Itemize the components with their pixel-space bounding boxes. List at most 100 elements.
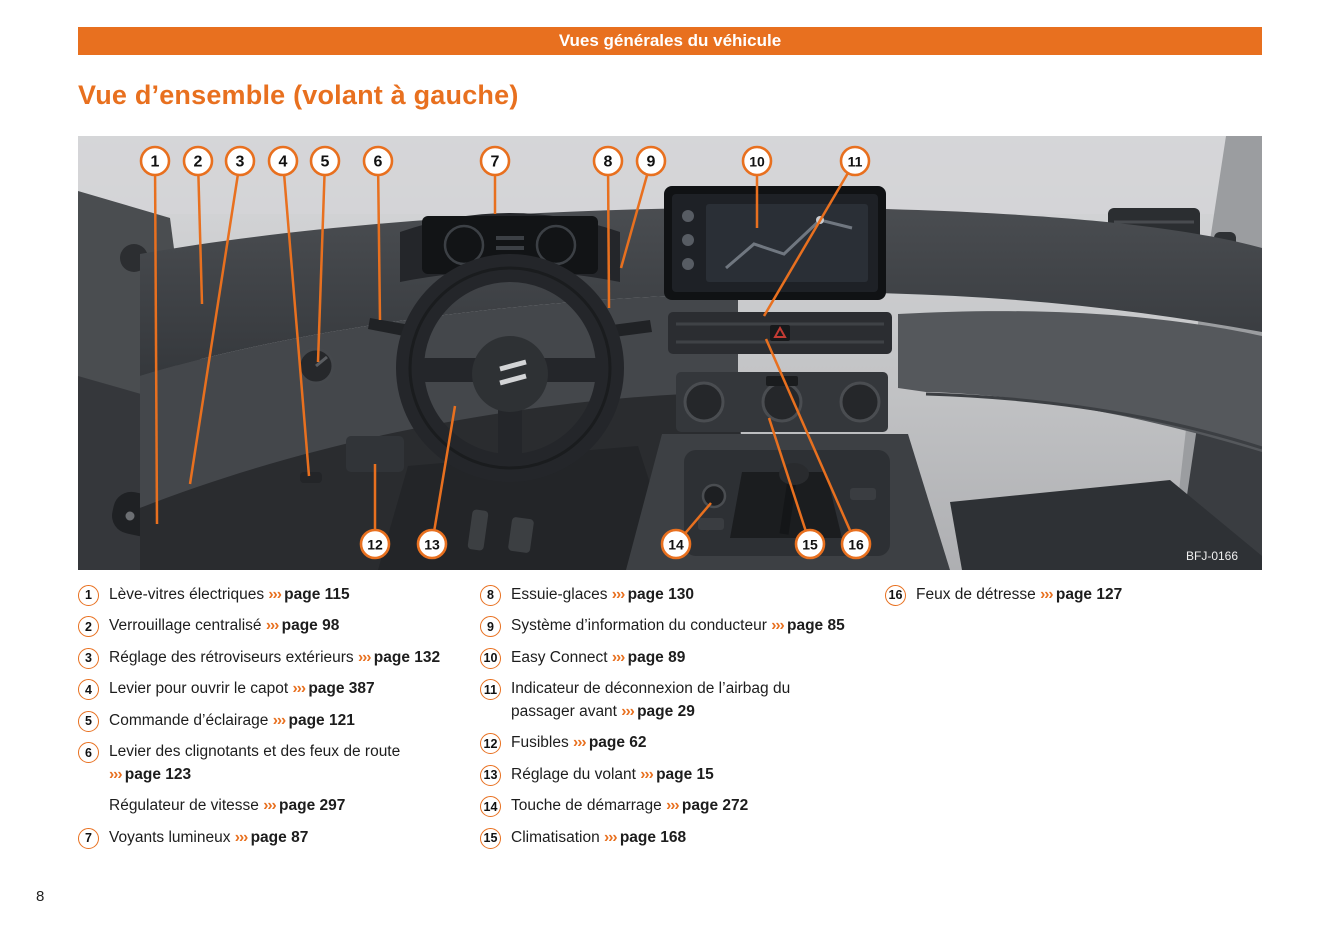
page-title: Vue d’ensemble (volant à gauche) [78, 80, 519, 110]
callout-circle-14 [660, 528, 692, 560]
page-number: 8 [36, 888, 45, 905]
callout-number-14: 14 [668, 537, 684, 553]
callout-number-12: 12 [367, 537, 383, 553]
callout-circle-5 [309, 145, 341, 177]
callout-circle-8 [592, 145, 624, 177]
callout-line-16 [764, 338, 858, 545]
callout-circle-1 [139, 145, 171, 177]
legend-label: Indicateur de déconnexion de l’airbag du… [511, 680, 791, 720]
hood-release-lever [300, 472, 322, 483]
dash-passenger-side [898, 311, 1262, 452]
callout-circle-3 [224, 145, 256, 177]
callout-line-3 [188, 160, 242, 485]
callout-line-9 [619, 160, 653, 269]
instrument-cluster [400, 213, 620, 282]
glovebox-seam [925, 392, 1262, 450]
callout-line-13 [430, 405, 457, 545]
callout-number-8: 8 [604, 154, 613, 171]
legend-number-badge: 9 [480, 616, 501, 638]
callout-number-13: 13 [424, 537, 440, 553]
climate-panel [676, 372, 888, 432]
legend-label: Fusibles ››› page 62 [511, 734, 647, 752]
callout-number-1: 1 [151, 154, 160, 171]
figure-code: BFJ-0166 [1186, 549, 1238, 563]
legend-label: Réglage du volant ››› page 15 [511, 765, 714, 783]
legend-item-6: 6 Levier des clignotants et des feux de r… [78, 741, 480, 786]
callout-number-11: 11 [848, 154, 863, 170]
legend-number-badge: 4 [78, 679, 99, 701]
callout-line-5 [316, 160, 327, 363]
legend-number-badge: 11 [480, 679, 501, 701]
light-switch [297, 347, 335, 385]
callout-number-10: 10 [749, 154, 765, 170]
legend-label: Commande d’éclairage ››› page 121 [109, 711, 355, 729]
callout-circle-7 [479, 145, 511, 177]
legend-number-badge: 2 [78, 616, 99, 638]
callout-number-3: 3 [236, 154, 245, 171]
legend-label: Levier pour ouvrir le capot ››› page 387 [109, 680, 375, 698]
callout-number-7: 7 [491, 154, 500, 171]
callout-number-16: 16 [848, 537, 864, 553]
legend-column-2: 8 Essuie-glaces ››› page 130 9 Système d’in… [480, 584, 885, 858]
callout-line-1 [153, 160, 159, 525]
callout-number-2: 2 [194, 154, 203, 171]
callout-circle-11 [839, 145, 871, 177]
legend-item-11: 11 Indicateur de déconnexion de l’airbag … [480, 678, 885, 723]
legend-number-badge: 12 [480, 733, 501, 755]
steering-wheel [396, 254, 624, 482]
start-button [701, 483, 727, 509]
callout-circle-9 [635, 145, 667, 177]
legend-label: Touche de démarrage ››› page 272 [511, 797, 749, 815]
callout-number-15: 15 [802, 537, 818, 553]
callout-line-8 [606, 160, 611, 309]
callout-circle-4 [267, 145, 299, 177]
callout-circle-2 [182, 145, 214, 177]
legend-number-badge: 14 [480, 796, 501, 818]
legend-number-badge: 8 [480, 585, 501, 606]
legend-number-badge: 1 [78, 585, 99, 606]
touchscreen [664, 186, 886, 300]
dash-driver-side [140, 294, 738, 508]
legend-label: Réglage des rétroviseurs extérieurs ››› … [109, 648, 441, 666]
callout-number-4: 4 [279, 154, 288, 171]
legend-number-badge: 10 [480, 647, 501, 669]
legend-item-4: 4 Levier pour ouvrir le capot ››› page 38… [78, 678, 480, 701]
legend-label: Système d’information du conducteur ››› … [511, 617, 845, 635]
callout-circle-10 [741, 145, 773, 177]
legend-label: Levier des clignotants et des feux de ro… [109, 743, 401, 783]
callout-circle-12 [359, 528, 391, 560]
callout-line-4 [281, 160, 311, 477]
legend-item-12: 12 Fusibles ››› page 62 [480, 732, 885, 755]
legend-item-continuation: Régulateur de vitesse ››› page 297 [78, 795, 480, 817]
accelerator-pedal [508, 517, 534, 553]
callout-circle-13 [416, 528, 448, 560]
legend-label: Essuie-glaces ››› page 130 [511, 586, 694, 603]
legend-item-8: 8 Essuie-glaces ››› page 130 [480, 584, 885, 606]
seat-logo [499, 359, 527, 386]
legend-number-badge: 7 [78, 827, 99, 849]
callout-number-5: 5 [321, 154, 330, 171]
callout-number-9: 9 [647, 154, 656, 171]
legend-number-badge: 15 [480, 827, 501, 849]
fuse-box-cover [346, 436, 404, 472]
legend-item-10: 10 Easy Connect ››› page 89 [480, 647, 885, 669]
callout-line-2 [196, 160, 204, 305]
legend-item-14: 14 Touche de démarrage ››› page 272 [480, 795, 885, 818]
legend-label: Easy Connect ››› page 89 [511, 648, 686, 666]
callout-circle-15 [794, 528, 826, 560]
callout-line-11 [762, 160, 857, 317]
legend-number-badge: 6 [78, 742, 99, 764]
legend-label: Feux de détresse ››› page 127 [916, 586, 1123, 603]
